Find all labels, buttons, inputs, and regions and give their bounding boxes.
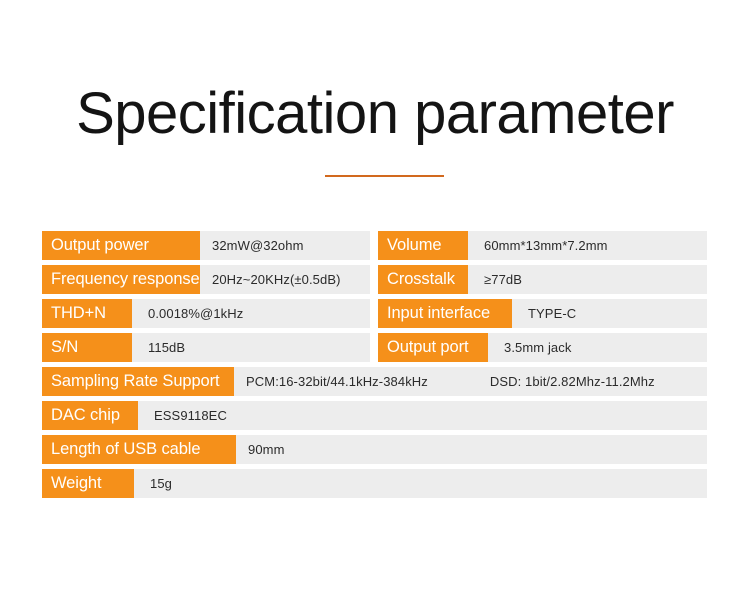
spec-label-weight: Weight	[42, 469, 134, 498]
table-row: Input interface TYPE-C	[378, 299, 707, 328]
spec-value-output-power: 32mW@32ohm	[200, 231, 370, 260]
spec-column-right: Volume 60mm*13mm*7.2mm Crosstalk ≥77dB I…	[378, 231, 707, 367]
spec-value-volume: 60mm*13mm*7.2mm	[468, 231, 707, 260]
table-row: Output power 32mW@32ohm	[42, 231, 370, 260]
spec-label-thd-n: THD+N	[42, 299, 132, 328]
spec-column-left: Output power 32mW@32ohm Frequency respon…	[42, 231, 370, 367]
spec-value-sampling-dsd: DSD: 1bit/2.82Mhz-11.2Mhz	[489, 374, 655, 389]
spec-value-signal-to-noise: 115dB	[132, 333, 370, 362]
table-row: Weight 15g	[42, 469, 707, 498]
spec-value-weight: 15g	[134, 469, 707, 498]
spec-value-input-interface: TYPE-C	[512, 299, 707, 328]
spec-label-dac-chip: DAC chip	[42, 401, 138, 430]
specification-table: Output power 32mW@32ohm Frequency respon…	[42, 231, 707, 503]
spec-label-input-interface: Input interface	[378, 299, 512, 328]
spec-value-crosstalk: ≥77dB	[468, 265, 707, 294]
two-column-section: Output power 32mW@32ohm Frequency respon…	[42, 231, 707, 367]
spec-label-volume: Volume	[378, 231, 468, 260]
spec-label-output-power: Output power	[42, 231, 200, 260]
table-row: THD+N 0.0018%@1kHz	[42, 299, 370, 328]
spec-label-output-port: Output port	[378, 333, 488, 362]
spec-value-dac-chip: ESS9118EC	[138, 401, 707, 430]
page-title: Specification parameter	[76, 81, 674, 146]
table-row: Output port 3.5mm jack	[378, 333, 707, 362]
table-row: Sampling Rate Support PCM:16-32bit/44.1k…	[42, 367, 707, 396]
spec-value-length-of-usb-cable: 90mm	[236, 435, 707, 464]
table-row: Crosstalk ≥77dB	[378, 265, 707, 294]
spec-value-sampling-pcm: PCM:16-32bit/44.1kHz-384kHz	[246, 374, 428, 389]
table-row: Frequency response 20Hz~20KHz(±0.5dB)	[42, 265, 370, 294]
title-divider	[325, 175, 444, 177]
table-row: DAC chip ESS9118EC	[42, 401, 707, 430]
spec-label-crosstalk: Crosstalk	[378, 265, 468, 294]
full-width-section: Sampling Rate Support PCM:16-32bit/44.1k…	[42, 367, 707, 498]
spec-value-frequency-response: 20Hz~20KHz(±0.5dB)	[200, 265, 370, 294]
spec-label-frequency-response: Frequency response	[42, 265, 200, 294]
table-row: S/N 115dB	[42, 333, 370, 362]
table-row: Volume 60mm*13mm*7.2mm	[378, 231, 707, 260]
spec-label-signal-to-noise: S/N	[42, 333, 132, 362]
spec-label-sampling-rate-support: Sampling Rate Support	[42, 367, 234, 396]
spec-value-sampling-rate-support: PCM:16-32bit/44.1kHz-384kHz DSD: 1bit/2.…	[234, 367, 707, 396]
spec-label-length-of-usb-cable: Length of USB cable	[42, 435, 236, 464]
table-row: Length of USB cable 90mm	[42, 435, 707, 464]
spec-value-output-port: 3.5mm jack	[488, 333, 707, 362]
spec-value-thd-n: 0.0018%@1kHz	[132, 299, 370, 328]
